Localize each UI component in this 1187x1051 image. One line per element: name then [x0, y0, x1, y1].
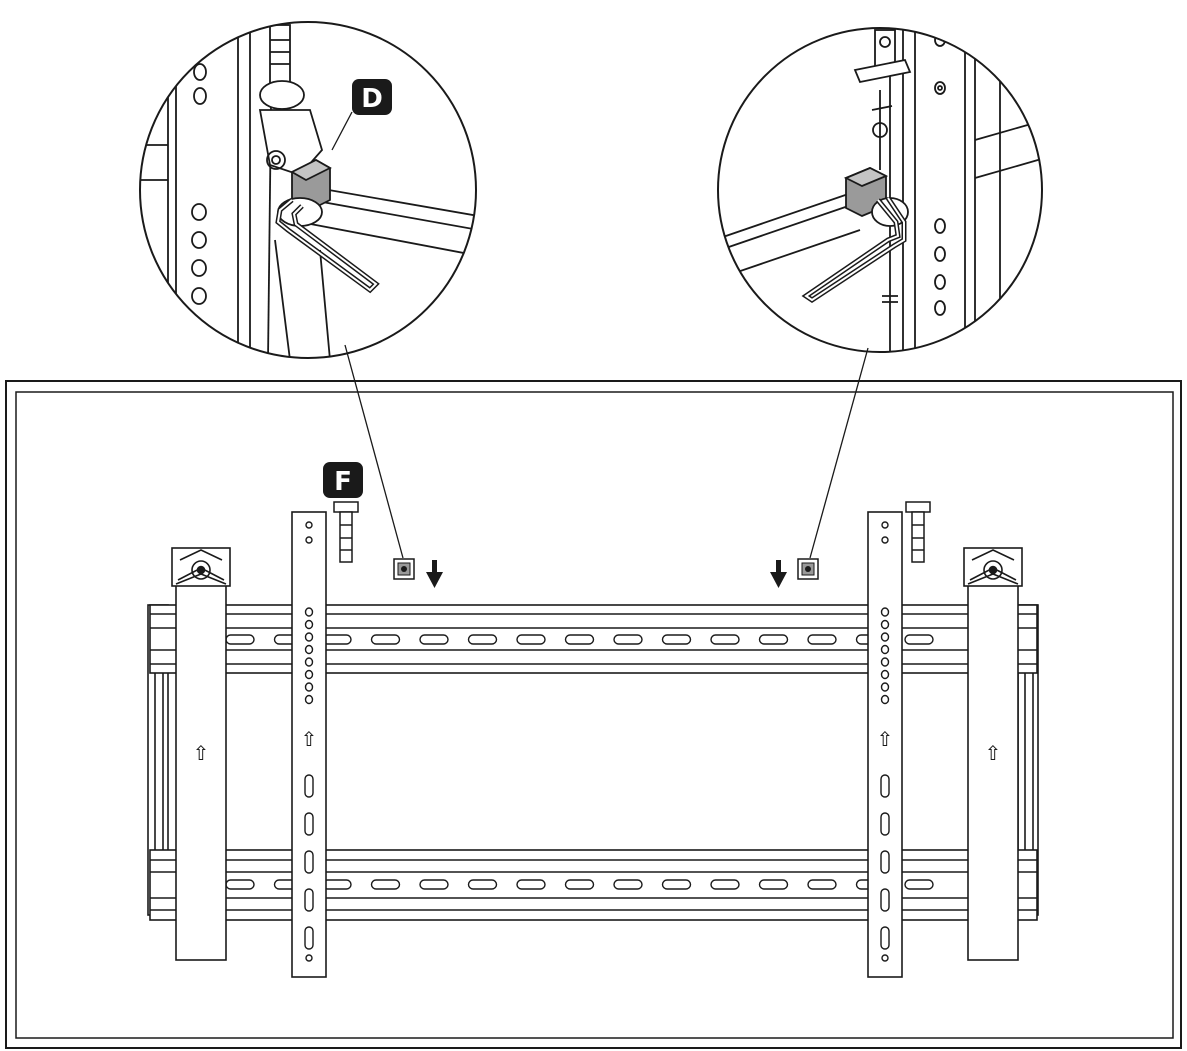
- part-label-f-text: F: [334, 467, 352, 497]
- detail-circle-right: [717, 27, 1043, 353]
- rail-slot: [710, 879, 740, 890]
- up-arrow-icon: ⇧: [301, 727, 318, 751]
- bracket-hole: [304, 644, 314, 655]
- clamp-right: [797, 558, 819, 580]
- adjust-bolt-left: [333, 501, 359, 563]
- up-arrow-icon: ⇧: [193, 741, 210, 765]
- clamp-left: [393, 558, 415, 580]
- bracket-hole: [304, 669, 314, 680]
- rail-slot: [807, 879, 837, 890]
- bracket-hole: [880, 682, 890, 692]
- rail-slot: [564, 879, 595, 890]
- bracket-hole: [304, 682, 314, 692]
- rail-slot: [904, 634, 934, 645]
- bracket-hole: [304, 619, 314, 630]
- top-rail-slots: [225, 634, 934, 645]
- bracket-hole: [880, 607, 890, 617]
- down-arrow-right: [770, 560, 787, 588]
- part-label-d: D: [352, 79, 392, 115]
- rail-slot: [370, 634, 401, 645]
- bracket-hole: [880, 632, 890, 642]
- rail-slot: [710, 634, 740, 645]
- rail-slot: [467, 879, 498, 890]
- rail-slot: [564, 634, 595, 645]
- rail-slot: [419, 879, 449, 890]
- rail-slot: [467, 634, 498, 645]
- rail-slot: [225, 634, 255, 645]
- rail-slot: [807, 634, 837, 645]
- bracket-hole: [880, 619, 890, 630]
- up-arrow-icon: ⇧: [877, 727, 894, 751]
- part-label-d-text: D: [361, 84, 383, 114]
- rail-slot: [322, 634, 352, 645]
- bracket-slot: [304, 774, 314, 798]
- bracket-slot: [304, 888, 314, 912]
- rail-slot: [322, 879, 352, 890]
- bracket-slot: [304, 812, 314, 836]
- down-arrow-left: [426, 560, 443, 588]
- rail-slot: [516, 879, 546, 890]
- rail-slot: [613, 634, 643, 645]
- outer-bracket-left: [171, 547, 231, 961]
- leader-line-right: [809, 347, 869, 559]
- inner-bracket-right: [867, 511, 903, 978]
- outer-frame: [5, 380, 1182, 1049]
- bracket-hole: [881, 521, 889, 529]
- rail-slot: [758, 879, 789, 890]
- rail-slot: [661, 634, 692, 645]
- adjust-bolt-right: [905, 501, 931, 563]
- rail-slot: [370, 879, 401, 890]
- bracket-hole: [304, 657, 314, 667]
- bracket-slot: [304, 926, 314, 950]
- part-label-f: F: [323, 462, 363, 498]
- bracket-hole: [881, 536, 889, 544]
- bracket-holes: [304, 521, 890, 962]
- bracket-hole: [880, 669, 890, 680]
- leader-line-left: [344, 344, 404, 559]
- bracket-hole: [881, 954, 889, 962]
- rail-slot: [661, 879, 692, 890]
- rail-slot: [419, 634, 449, 645]
- inner-frame: [15, 391, 1174, 1039]
- bracket-slot: [880, 888, 890, 912]
- bracket-hole: [880, 694, 890, 705]
- up-arrows: ⇧ ⇧ ⇧ ⇧: [193, 727, 1002, 765]
- rail-slot: [613, 879, 643, 890]
- bracket-hole: [305, 536, 313, 544]
- bracket-hole: [880, 657, 890, 667]
- bottom-rail-slots: [225, 879, 934, 890]
- outer-bracket-right: [963, 547, 1023, 961]
- rail-slot: [758, 634, 789, 645]
- bracket-hole: [305, 521, 313, 529]
- inner-bracket-left: [291, 511, 327, 978]
- bracket-slot: [880, 926, 890, 950]
- bracket-hole: [305, 954, 313, 962]
- bracket-hole: [304, 607, 314, 617]
- up-arrow-icon: ⇧: [985, 741, 1002, 765]
- mount-assembly: [147, 604, 1039, 921]
- rail-slot: [225, 879, 255, 890]
- rail-slot: [904, 879, 934, 890]
- detail-circle-left: [139, 21, 477, 359]
- rail-slot: [516, 634, 546, 645]
- bracket-slot: [304, 850, 314, 874]
- bracket-slot: [880, 850, 890, 874]
- bracket-hole: [304, 632, 314, 642]
- bracket-hole: [880, 644, 890, 655]
- bracket-slot: [880, 774, 890, 798]
- bracket-slot: [880, 812, 890, 836]
- bracket-hole: [304, 694, 314, 705]
